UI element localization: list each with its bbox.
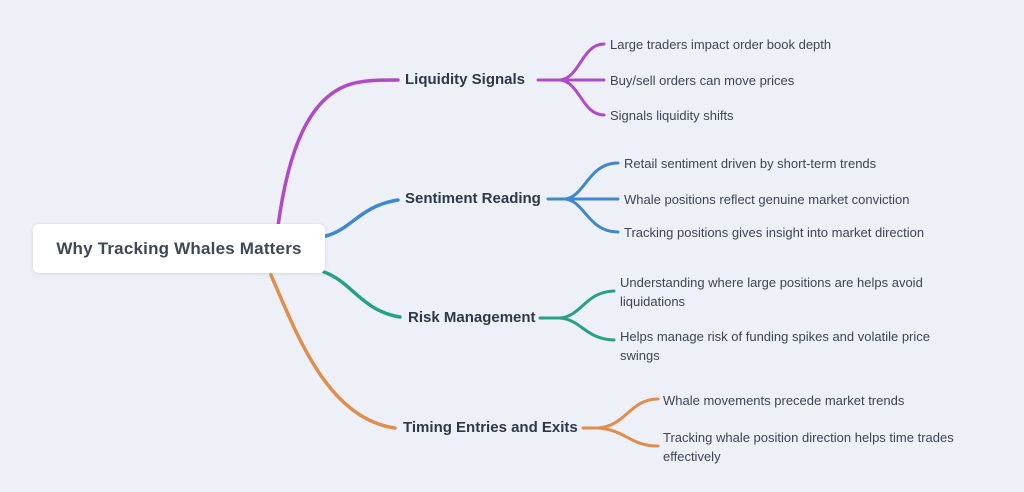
root-node: Why Tracking Whales Matters: [33, 224, 325, 273]
root-node-label: Why Tracking Whales Matters: [56, 238, 302, 258]
leaf-node: Helps manage risk of funding spikes and …: [620, 329, 931, 363]
leaf-node: Tracking whale position direction helps …: [663, 430, 954, 464]
branch-2-curves: [324, 161, 620, 238]
branch-4-leaf-1-connector: [596, 397, 660, 430]
branch-4-leaf-2-connector: [596, 426, 660, 448]
branch-3-leaf-1-connector: [558, 289, 616, 320]
branch-4-incoming-curve: [269, 273, 397, 430]
branch-3-curves: [322, 270, 616, 342]
branch-1-incoming-curve: [276, 78, 400, 228]
leaf-node: Tracking positions gives insight into ma…: [624, 225, 925, 240]
branch-2-leaf-1-connector: [563, 161, 620, 201]
branch-label-timing-entries-exits: Timing Entries and Exits: [403, 419, 578, 436]
branch-1-leaf-1-connector: [558, 42, 606, 82]
leaf-node: Signals liquidity shifts: [610, 108, 734, 123]
leaf-node: Whale movements precede market trends: [663, 393, 905, 408]
leaf-node: Whale positions reflect genuine market c…: [624, 192, 910, 207]
branch-4-curves: [269, 273, 660, 448]
branch-3-leaf-2-connector: [558, 316, 616, 342]
leaf-node: Retail sentiment driven by short-term tr…: [624, 156, 877, 171]
branch-2-incoming-curve: [324, 198, 400, 238]
branch-1-curves: [276, 42, 606, 228]
leaf-node: Buy/sell orders can move prices: [610, 73, 795, 88]
branch-label-liquidity-signals: Liquidity Signals: [405, 71, 526, 88]
branch-label-risk-management: Risk Management: [408, 309, 536, 326]
branch-2-leaf-3-connector: [563, 197, 620, 234]
branch-label-sentiment-reading: Sentiment Reading: [405, 190, 541, 207]
branch-3-incoming-curve: [322, 270, 402, 319]
branch-1-leaf-3-connector: [558, 78, 606, 117]
leaf-node: Understanding where large positions are …: [620, 275, 923, 309]
leaf-node: Large traders impact order book depth: [610, 37, 832, 52]
